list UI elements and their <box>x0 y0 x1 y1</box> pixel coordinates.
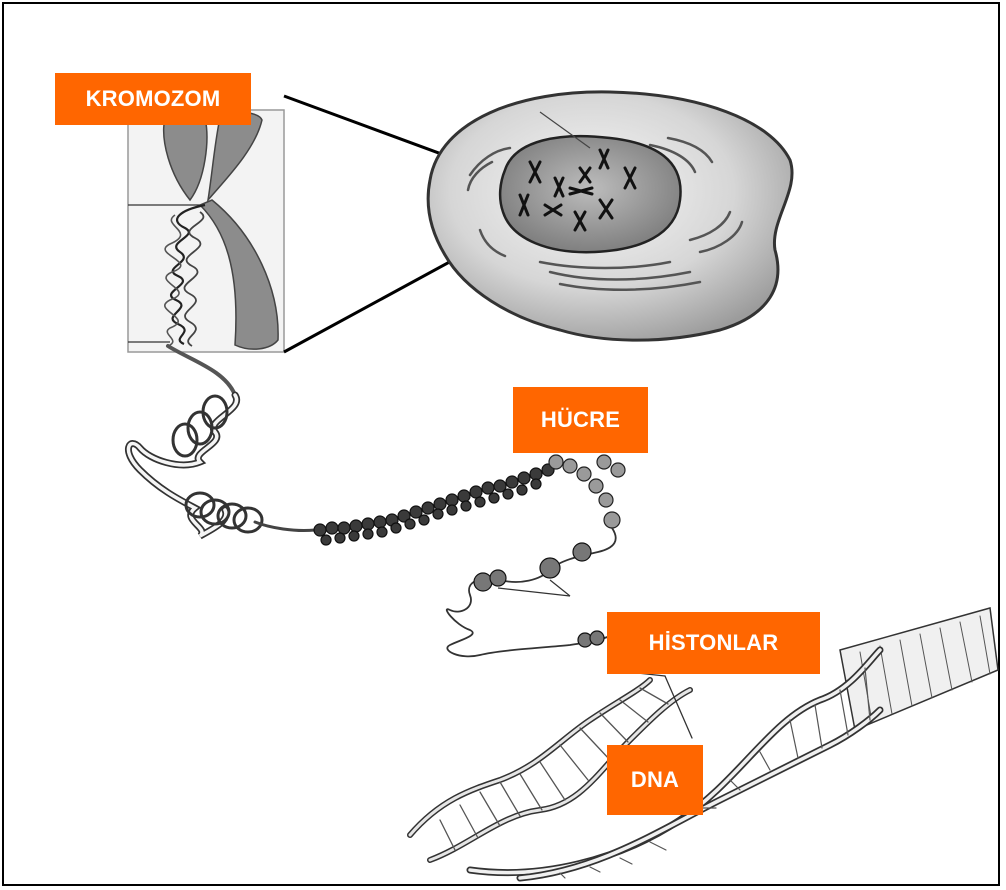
chromosome-icon <box>128 110 284 352</box>
label-histonlar: HİSTONLAR <box>607 612 820 674</box>
nucleosome-icon <box>314 455 625 656</box>
chromatin-coil-icon <box>128 346 315 536</box>
label-hucre: HÜCRE <box>513 387 648 453</box>
cell-icon <box>428 92 792 340</box>
label-kromozom: KROMOZOM <box>55 73 251 125</box>
label-dna: DNA <box>607 745 703 815</box>
